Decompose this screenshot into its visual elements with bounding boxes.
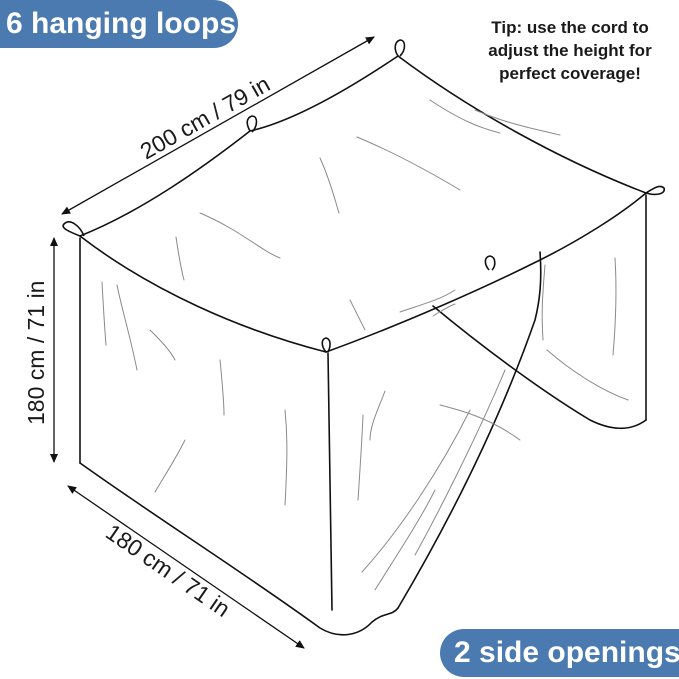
net-outline (79, 55, 647, 636)
side-openings-badge-text: 2 side openings (454, 636, 679, 669)
hanging-loops (62, 39, 666, 353)
tip-line-1: Tip: use the cord to (491, 18, 649, 37)
hanging-loops-badge-text: 6 hanging loops (6, 7, 236, 40)
loop-1 (62, 221, 85, 237)
loop-2 (246, 115, 258, 133)
tip-line-2: adjust the height for (488, 41, 652, 60)
dimension-label-length: 200 cm / 79 in (136, 71, 275, 165)
loop-5 (484, 255, 496, 271)
dimension-label-height: 180 cm / 71 in (23, 281, 49, 425)
fabric-fold-lines (101, 99, 629, 591)
loop-6 (321, 337, 331, 353)
tip-text: Tip: use the cord to adjust the height f… (470, 16, 670, 85)
side-openings-badge: 2 side openings (440, 629, 679, 677)
dimension-label-width: 180 cm / 71 in (101, 519, 235, 622)
loop-3 (394, 39, 406, 57)
dimension-arrow-length (61, 36, 375, 215)
tip-line-3: perfect coverage! (499, 64, 641, 83)
hanging-loops-badge: 6 hanging loops (0, 0, 238, 48)
loop-4 (645, 185, 666, 196)
dimension-arrow-width (67, 485, 305, 649)
